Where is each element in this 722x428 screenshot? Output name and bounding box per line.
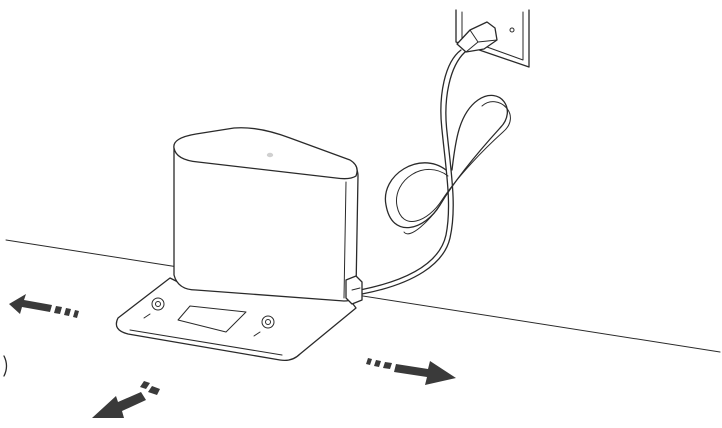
edge-mark (4, 356, 7, 376)
clearance-arrow-front (92, 381, 160, 418)
floor-line (6, 240, 720, 352)
clearance-arrow-right (366, 358, 456, 385)
charging-dock (116, 128, 362, 361)
clearance-arrow-left (9, 294, 79, 318)
power-plug (457, 22, 497, 52)
power-cord (360, 50, 510, 294)
